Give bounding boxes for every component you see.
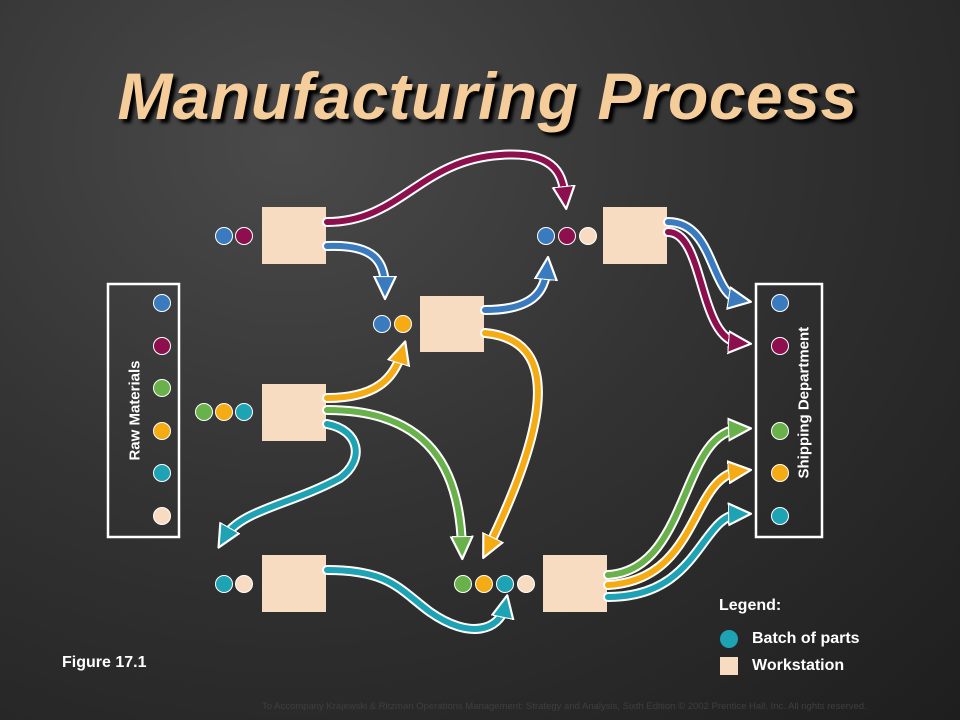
raw-peach-batch bbox=[153, 507, 171, 525]
blue-flow-d-to-e bbox=[482, 268, 547, 313]
queue-a-blue bbox=[215, 227, 233, 245]
teal-flow-f-to-shipping bbox=[605, 514, 740, 600]
batch-symbol-icon bbox=[720, 630, 738, 648]
page-title: Manufacturing Process bbox=[117, 59, 858, 133]
teal-flow-b-to-c bbox=[224, 421, 359, 538]
queue-c-peach bbox=[235, 575, 253, 593]
ship-teal-batch bbox=[771, 507, 789, 525]
queue-a-maroon bbox=[235, 227, 253, 245]
workstation-a bbox=[262, 207, 326, 264]
queue-c-teal bbox=[215, 575, 233, 593]
queue-e-blue bbox=[537, 227, 555, 245]
footer-copyright: To Accompany Krajewski & Ritzman Operati… bbox=[262, 701, 867, 712]
orange-flow-b-to-d bbox=[324, 352, 402, 401]
orange-flow-d-to-f bbox=[482, 330, 541, 548]
queue-d-blue bbox=[373, 315, 391, 333]
legend-batch-item: Batch of parts bbox=[720, 630, 860, 648]
queue-f-teal bbox=[496, 575, 514, 593]
raw-materials-box bbox=[106, 282, 181, 539]
raw-green-batch bbox=[153, 379, 171, 397]
legend-workstation-label: Workstation bbox=[752, 657, 845, 675]
workstation-c bbox=[262, 555, 326, 612]
raw-maroon-batch bbox=[153, 337, 171, 355]
workstation-e bbox=[603, 207, 667, 264]
figure-label: Figure 17.1 bbox=[62, 654, 147, 671]
shipping-department-label: Shipping Department bbox=[795, 326, 813, 479]
blue-flow-e-to-shipping bbox=[665, 219, 740, 300]
raw-orange-batch bbox=[153, 422, 171, 440]
queue-e-peach bbox=[579, 227, 597, 245]
queue-b-orange bbox=[215, 403, 233, 421]
green-flow-f-to-shipping bbox=[605, 429, 740, 578]
workstation-d bbox=[420, 296, 484, 352]
raw-blue-batch bbox=[153, 294, 171, 312]
queue-d-orange bbox=[394, 315, 412, 333]
legend-workstation-item: Workstation bbox=[720, 657, 844, 675]
maroon-flow-e-to-shipping bbox=[665, 229, 740, 343]
raw-materials-label: Raw Materials bbox=[126, 360, 144, 461]
legend-title: Legend: bbox=[719, 597, 782, 614]
queue-e-maroon bbox=[558, 227, 576, 245]
workstation-symbol-icon bbox=[720, 657, 738, 675]
green-flow-b-to-f bbox=[324, 407, 462, 548]
orange-flow-f-to-shipping bbox=[605, 471, 740, 588]
queue-b-green bbox=[195, 403, 213, 421]
workstation-b bbox=[262, 384, 326, 441]
queue-f-orange bbox=[475, 575, 493, 593]
queue-f-green bbox=[454, 575, 472, 593]
ship-orange-batch bbox=[771, 464, 789, 482]
shipping-department-box bbox=[754, 282, 824, 539]
ship-blue-batch bbox=[771, 294, 789, 312]
teal-flow-c-to-f bbox=[324, 567, 505, 632]
raw-teal-batch bbox=[153, 464, 171, 482]
queue-b-teal bbox=[235, 403, 253, 421]
legend-batch-label: Batch of parts bbox=[752, 630, 860, 648]
workstation-f bbox=[543, 555, 607, 612]
ship-maroon-batch bbox=[771, 337, 789, 355]
ship-green-batch bbox=[771, 422, 789, 440]
queue-f-peach bbox=[517, 575, 535, 593]
maroon-flow-a-to-e bbox=[324, 151, 565, 225]
blue-flow-a-to-d bbox=[324, 242, 385, 288]
